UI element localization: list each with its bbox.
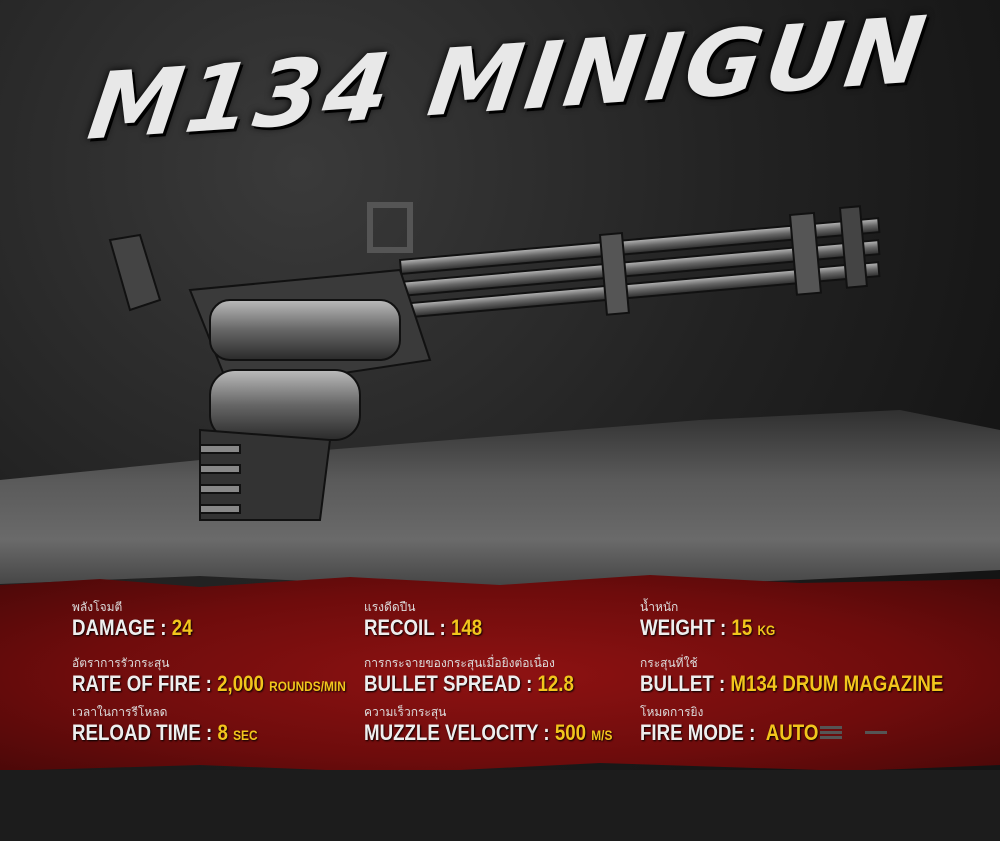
stat-value: 148: [450, 615, 483, 640]
stat-unit: ROUNDS/MIN: [269, 678, 346, 694]
stat-fire-mode: โหมดการยิง FIRE MODE : AUTO: [640, 703, 887, 746]
stat-damage: พลังโจมตี DAMAGE : 24: [72, 598, 214, 641]
stat-label: MUZZLE VELOCITY :: [364, 720, 550, 745]
stat-value: 15: [731, 615, 753, 640]
stat-thai-label: โหมดการยิง: [640, 705, 704, 719]
stat-thai-label: อัตราการรัวกระสุน: [72, 656, 170, 670]
stat-bullet-spread: การกระจายของกระสุนเมื่อยิงต่อเนื่อง BULL…: [364, 654, 611, 697]
stat-thai-label: น้ำหนัก: [640, 600, 679, 614]
stat-value: 12.8: [537, 671, 574, 696]
stat-value: 500: [554, 720, 587, 745]
stat-label: FIRE MODE :: [640, 720, 756, 745]
stat-value: AUTO: [765, 720, 819, 745]
stat-label: DAMAGE :: [72, 615, 167, 640]
stat-thai-label: แรงดีดปืน: [364, 600, 416, 614]
fire-mode-bullets-icon: [820, 726, 887, 739]
stat-label: WEIGHT :: [640, 615, 727, 640]
stat-label: RECOIL :: [364, 615, 446, 640]
stat-label: BULLET SPREAD :: [364, 671, 533, 696]
stat-value: 2,000: [217, 671, 264, 696]
stat-unit: SEC: [233, 727, 258, 743]
stat-rate-of-fire: อัตราการรัวกระสุน RATE OF FIRE : 2,000 R…: [72, 654, 394, 697]
bottom-band: [0, 770, 1000, 841]
stat-weight: น้ำหนัก WEIGHT : 15 KG: [640, 598, 799, 641]
stat-label: RELOAD TIME :: [72, 720, 213, 745]
stat-bullet: กระสุนที่ใช้ BULLET : M134 DRUM MAGAZINE: [640, 654, 997, 697]
stat-unit: M/S: [591, 727, 613, 743]
stat-value: 8: [217, 720, 228, 745]
stat-muzzle-velocity: ความเร็วกระสุน MUZZLE VELOCITY : 500 M/S: [364, 703, 656, 746]
minigun-image: [108, 202, 881, 521]
stat-value: M134 DRUM MAGAZINE: [730, 671, 944, 696]
stat-thai-label: ความเร็วกระสุน: [364, 705, 447, 719]
stat-thai-label: กระสุนที่ใช้: [640, 656, 698, 670]
stat-unit: KG: [757, 622, 776, 638]
stat-label: BULLET :: [640, 671, 726, 696]
stat-thai-label: พลังโจมตี: [72, 600, 123, 614]
stat-recoil: แรงดีดปืน RECOIL : 148: [364, 598, 503, 641]
stats-band: [0, 575, 1000, 773]
stat-thai-label: เวลาในการรีโหลด: [72, 705, 168, 719]
stat-value: 24: [171, 615, 193, 640]
stat-label: RATE OF FIRE :: [72, 671, 212, 696]
stat-thai-label: การกระจายของกระสุนเมื่อยิงต่อเนื่อง: [364, 656, 555, 670]
stat-reload-time: เวลาในการรีโหลด RELOAD TIME : 8 SEC: [72, 703, 290, 746]
